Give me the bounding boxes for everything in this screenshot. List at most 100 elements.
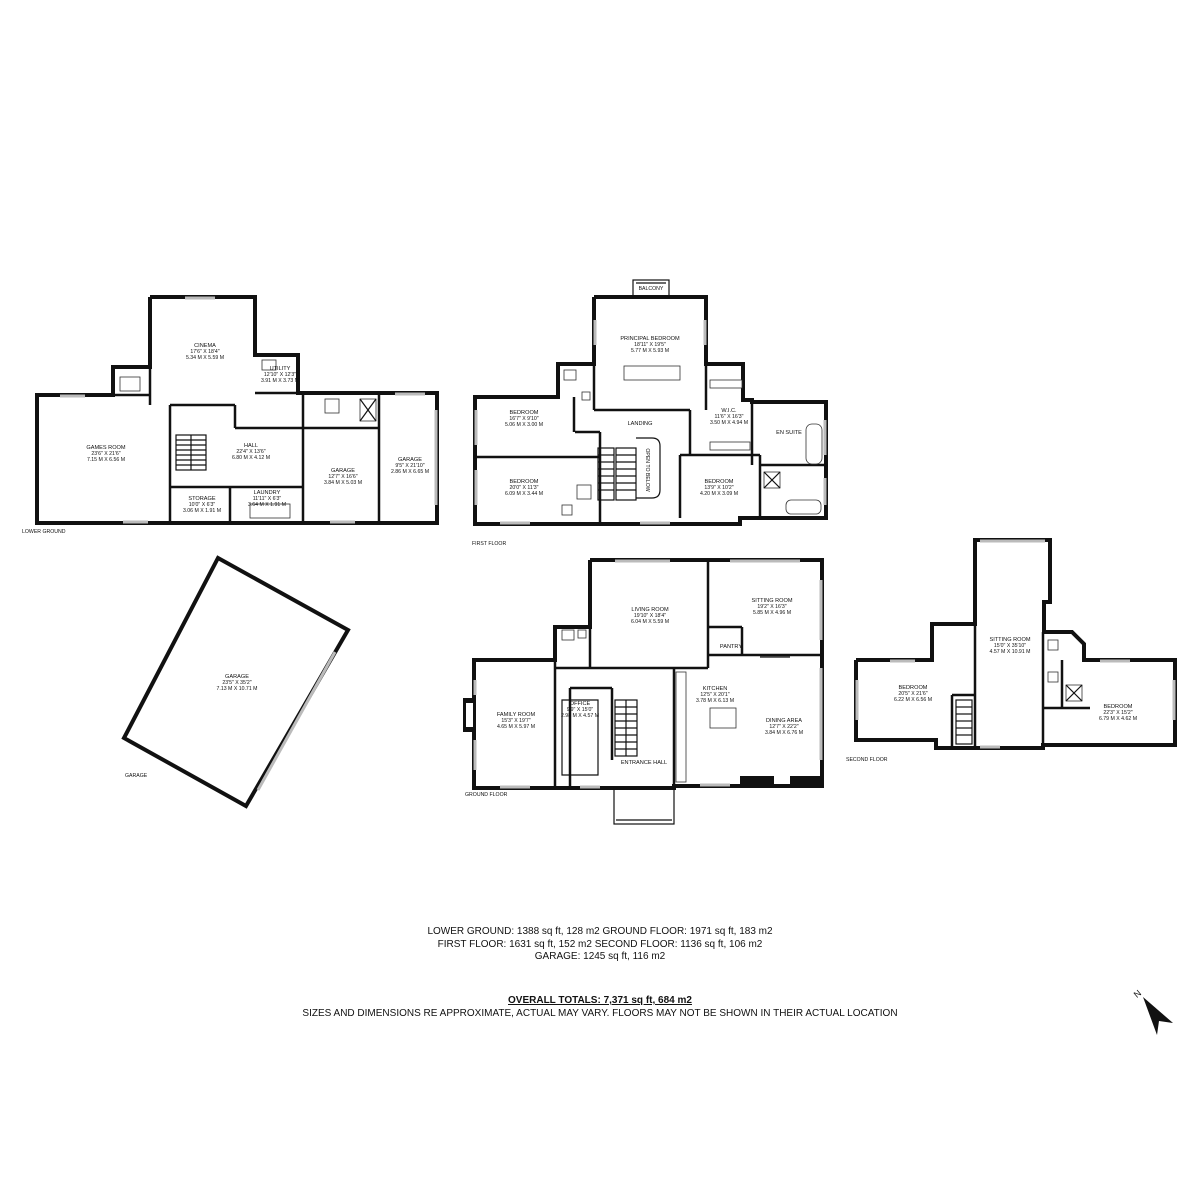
room-label-garage: GARAGE [331, 468, 355, 474]
range-fixture [740, 776, 774, 786]
room-dim-imperial: 23'6" X 21'6" [91, 451, 120, 457]
room-label-family-room: FAMILY ROOM [497, 712, 536, 718]
room-dim-imperial: 12'5" X 20'1" [700, 692, 729, 698]
balcony [632, 279, 670, 298]
room-dim-metric: 6.22 M X 6.56 M [894, 697, 932, 703]
room-label-second-bedroom-east: BEDROOM [1104, 704, 1133, 710]
compass-label: N [1132, 988, 1143, 1000]
room-dim-imperial: 17'6" X 18'4" [190, 349, 219, 355]
room-label-dining-area: DINING AREA [766, 718, 802, 724]
room-dim-imperial: 19'10" X 18'4" [634, 613, 666, 619]
room-label-second-bedroom-west: BEDROOM [899, 685, 928, 691]
room-dim-metric: 3.78 M X 6.13 M [696, 698, 734, 704]
wc-fixture [119, 376, 141, 392]
room-dim-imperial: 9'5" X 21'10" [395, 463, 424, 469]
room-label-office: OFFICE [570, 701, 591, 707]
wc-fixture [1047, 639, 1059, 651]
wardrobe-fixture [709, 441, 751, 451]
room-label-storage: STORAGE [188, 496, 216, 502]
room-dim-metric: 3.84 M X 5.03 M [324, 480, 362, 486]
floor-label-second-floor: SECOND FLOOR [846, 757, 888, 763]
overall-totals: OVERALL TOTALS: 7,371 sq ft, 684 m2 [508, 995, 692, 1006]
room-dim-imperial: 9'9" X 15'0" [567, 707, 594, 713]
summary-line-3: GARAGE: 1245 sq ft, 116 m2 [534, 951, 666, 962]
first-floor-stairs [597, 447, 637, 501]
floor-label-garage: GARAGE [125, 773, 148, 779]
room-label-garage-2: GARAGE [398, 457, 422, 463]
room-dim-metric: 4.20 M X 3.09 M [700, 491, 738, 497]
floor-label-first-floor: FIRST FLOOR [472, 541, 506, 547]
room-dim-metric: 6.80 M X 4.12 M [232, 455, 270, 461]
room-dim-imperial: 22'3" X 15'2" [1103, 710, 1132, 716]
summary-line-2: FIRST FLOOR: 1631 sq ft, 152 m2 SECOND F… [437, 938, 763, 950]
room-dim-imperial: 13'9" X 10'2" [704, 485, 733, 491]
shower-fixture [576, 484, 592, 500]
open-to-below-label: OPEN TO BELOW [644, 448, 650, 491]
wc-fixture [561, 504, 573, 516]
room-label-wic: W.I.C. [721, 408, 737, 414]
wardrobe-fixture [709, 379, 743, 389]
room-dim-imperial: 16'7" X 9'10" [509, 416, 538, 422]
room-label-hall: HALL [244, 443, 258, 449]
room-dim-metric: 4.65 M X 5.97 M [497, 724, 535, 730]
room-label-sitting-room: SITTING ROOM [751, 598, 792, 604]
room-dim-metric: 6.04 M X 5.59 M [631, 619, 669, 625]
open-to-below-void [636, 437, 661, 499]
room-dim-metric: 5.06 M X 3.00 M [505, 422, 543, 428]
room-dim-metric: 3.06 M X 1.91 M [183, 508, 221, 514]
room-label-utility: UTILITY [270, 366, 291, 372]
room-label-balcony: BALCONY [639, 286, 664, 292]
room-label-en-suite: EN SUITE [776, 430, 802, 436]
room-dim-imperial: 12'7" X 22'2" [769, 724, 798, 730]
room-label-principal-bedroom: PRINCIPAL BEDROOM [620, 336, 680, 342]
room-dim-metric: 2.86 M X 6.65 M [391, 469, 429, 475]
room-label-living-room: LIVING ROOM [631, 607, 669, 613]
room-dim-imperial: 22'4" X 13'6" [236, 449, 265, 455]
room-label-bedroom-sw: BEDROOM [510, 479, 539, 485]
room-dim-metric: 5.77 M X 5.93 M [631, 348, 669, 354]
room-label-pantry: PANTRY [720, 644, 742, 650]
room-dim-metric: 6.09 M X 3.44 M [505, 491, 543, 497]
room-label-kitchen: KITCHEN [703, 686, 728, 692]
room-dim-metric: 3.50 M X 4.94 M [710, 420, 748, 426]
range-fixture [790, 776, 820, 786]
north-arrow-icon: N [1132, 988, 1173, 1035]
north-arrow-shape [1143, 997, 1173, 1035]
lower-ground-plan: CINEMA 17'6" X 18'4" 5.34 M X 5.59 M UTI… [22, 295, 439, 535]
kitchen-island [709, 707, 737, 729]
room-dim-metric: 3.84 M X 6.76 M [765, 730, 803, 736]
room-dim-metric: 4.57 M X 10.91 M [990, 649, 1031, 655]
room-dim-imperial: 19'2" X 16'3" [757, 604, 786, 610]
floor-label-ground-floor: GROUND FLOOR [465, 792, 508, 798]
room-dim-imperial: 15'0" X 35'10" [994, 643, 1026, 649]
porch [613, 787, 675, 825]
wc-fixture [561, 629, 575, 641]
second-floor-stairs [955, 699, 973, 745]
office-desk [561, 699, 599, 776]
first-floor-plan: BALCONY PRINCIPAL BEDROOM 18'11" X 19'5"… [472, 279, 828, 547]
utility-fixture [261, 359, 277, 371]
wc-fixture [563, 369, 577, 381]
room-dim-imperial: 11'11" X 6'3" [253, 496, 282, 502]
bath-fixture [805, 423, 823, 465]
lower-ground-stairs [175, 434, 207, 471]
room-dim-imperial: 10'0" X 6'3" [189, 502, 216, 508]
room-dim-imperial: 15'3" X 19'7" [501, 718, 530, 724]
room-dim-metric: 5.34 M X 5.59 M [186, 355, 224, 361]
bath-fixture [785, 499, 822, 515]
room-dim-metric: 3.64 M X 1.91 M [248, 502, 286, 508]
kitchen-counter [675, 671, 687, 783]
area-summary: LOWER GROUND: 1388 sq ft, 128 m2 GROUND … [0, 926, 1200, 964]
room-label-bedroom-se: BEDROOM [705, 479, 734, 485]
room-dim-imperial: 23'5" X 35'2" [222, 680, 251, 686]
sink-fixture [1047, 671, 1059, 683]
totals-block: OVERALL TOTALS: 7,371 sq ft, 684 m2 SIZE… [0, 995, 1200, 1020]
room-label-detached-garage: GARAGE [225, 674, 249, 680]
room-label-bedroom-nw: BEDROOM [510, 410, 539, 416]
ground-floor-stairs [614, 699, 638, 757]
room-label-landing: LANDING [628, 421, 653, 427]
ground-floor-plan: LIVING ROOM 19'10" X 18'4" 6.04 M X 5.59… [463, 558, 824, 825]
room-label-laundry: LAUNDRY [254, 490, 281, 496]
room-dim-imperial: 12'7" X 16'6" [328, 474, 357, 480]
room-dim-metric: 6.79 M X 4.62 M [1099, 716, 1137, 722]
